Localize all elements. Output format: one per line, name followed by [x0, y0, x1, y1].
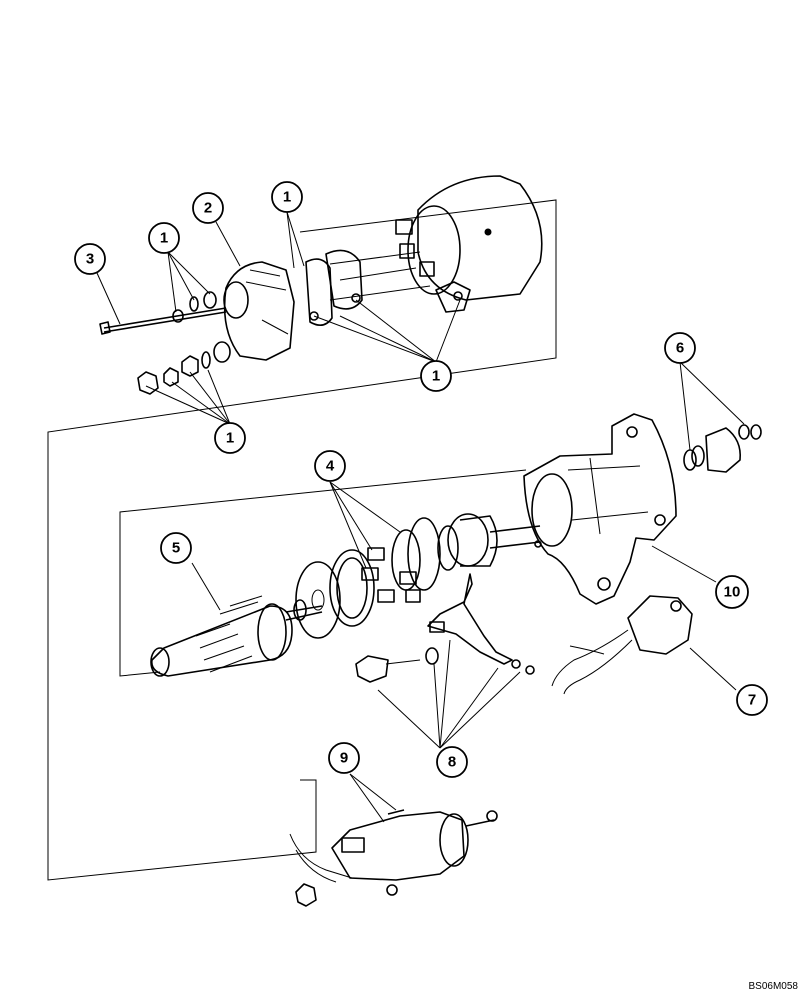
pinion-gear-part [683, 424, 762, 473]
planetary-gears-part [361, 517, 441, 603]
callout-1: 1 [148, 222, 180, 254]
callout-label: 5 [172, 540, 180, 557]
callout-1: 1 [420, 360, 452, 392]
callout-label: 7 [748, 692, 756, 709]
callout-1: 1 [214, 422, 246, 454]
armature-part [150, 595, 323, 677]
housing-hardware-parts [137, 291, 231, 395]
solenoid-part [551, 595, 693, 695]
callout-label: 6 [676, 340, 684, 357]
callout-10: 10 [715, 575, 749, 609]
solenoid-assembly-part [289, 809, 498, 907]
callout-1: 1 [271, 181, 303, 213]
callout-label: 4 [326, 458, 335, 475]
drawing-code: BS06M058 [748, 981, 798, 992]
through-bolt-part [99, 307, 227, 335]
callout-label: 8 [448, 754, 456, 771]
assembly-boundary-lines [47, 199, 557, 881]
callout-4: 4 [314, 450, 346, 482]
brush-holder-plate-part [355, 573, 535, 683]
callout-5: 5 [160, 532, 192, 564]
callout-2: 2 [192, 192, 224, 224]
callout-label: 1 [432, 368, 440, 385]
callout-label: 9 [340, 750, 348, 767]
callout-7: 7 [736, 684, 768, 716]
drive-clutch-part [437, 513, 542, 571]
ring-gear-part [329, 549, 375, 627]
callout-label: 1 [160, 230, 168, 247]
callout-6: 6 [664, 332, 696, 364]
callout-label: 10 [724, 584, 741, 601]
intermediate-disc-part [295, 561, 341, 639]
callout-label: 1 [226, 430, 234, 447]
callout-label: 3 [86, 251, 94, 268]
callout-label: 2 [204, 200, 212, 217]
field-frame-part [395, 175, 543, 313]
end-housing-part [223, 261, 295, 361]
drive-end-housing-part [523, 413, 677, 605]
leader-lines [96, 211, 745, 823]
brush-plate-parts [305, 249, 431, 326]
callout-8: 8 [436, 746, 468, 778]
callout-9: 9 [328, 742, 360, 774]
callout-label: 1 [283, 189, 291, 206]
callout-3: 3 [74, 243, 106, 275]
